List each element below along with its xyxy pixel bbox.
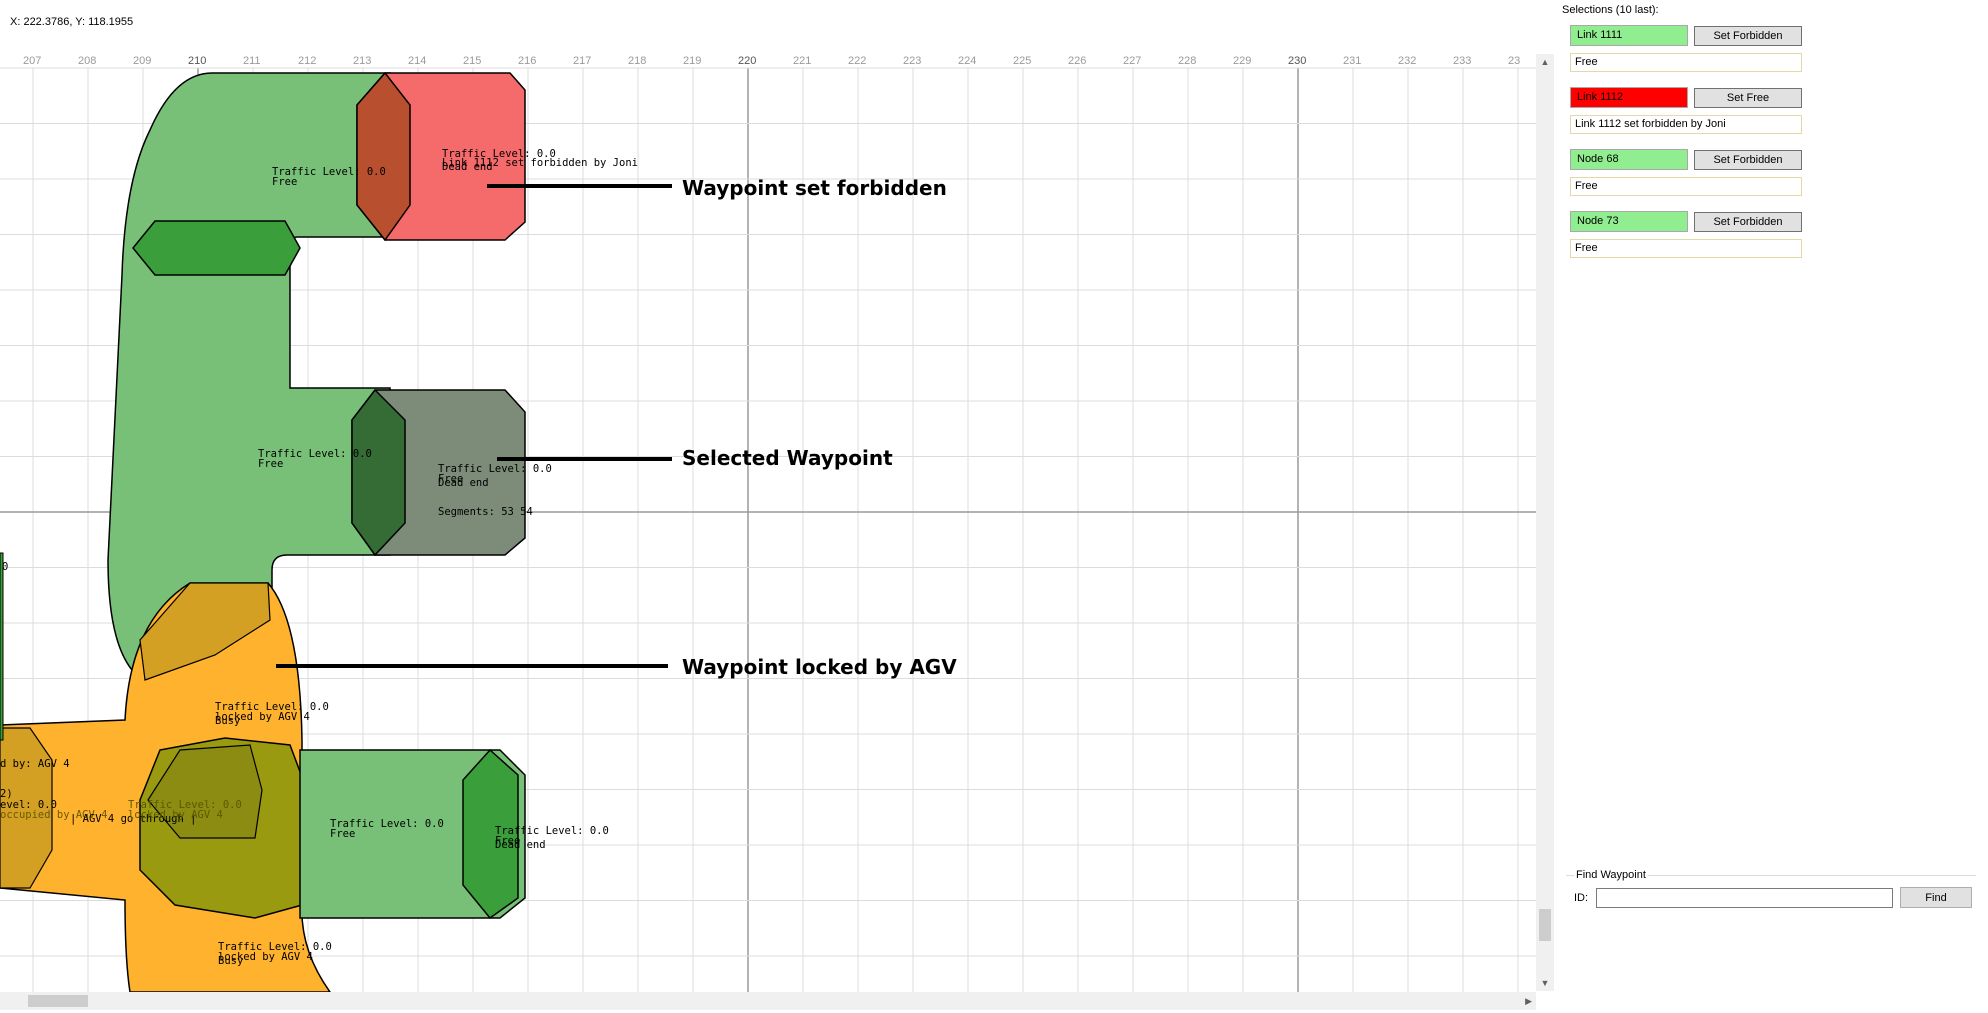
right-node-free: Free (495, 835, 520, 847)
set-forbidden-button[interactable]: Set Forbidden (1694, 150, 1802, 170)
ruler-tick-label: 216 (518, 55, 536, 67)
ruler-tick-label: 227 (1123, 55, 1141, 67)
top-link-status: Free (272, 176, 297, 188)
red-forbidden: Link 1112 set forbidden by Joni (442, 157, 638, 169)
agv-go-through: | AGV 4 go through | (70, 813, 196, 825)
right-node-traffic: Traffic Level: 0.0 (495, 825, 609, 837)
red-traffic: Traffic Level: 0.0 (442, 148, 556, 160)
orange-locked: locked by AGV 4 (215, 711, 310, 723)
selection-name: Node 73 (1570, 211, 1688, 232)
set-forbidden-button[interactable]: Set Forbidden (1694, 212, 1802, 232)
ruler-tick-label: 223 (903, 55, 921, 67)
ruler-tick-label: 222 (848, 55, 866, 67)
ruler-tick-label: 224 (958, 55, 976, 67)
left-edge-node (0, 552, 4, 741)
ruler-tick-label: 225 (1013, 55, 1031, 67)
occupied-node (147, 744, 263, 839)
vertical-scrollbar[interactable]: ▲ ▼ (1536, 54, 1554, 991)
forbidden-annotation: Waypoint set forbidden (682, 176, 947, 200)
ruler-tick-label: 217 (573, 55, 591, 67)
gray-free: Free (438, 473, 463, 485)
locked-annotation: Waypoint locked by AGV (682, 655, 957, 679)
node-73[interactable] (351, 388, 406, 557)
vertical-scroll-thumb[interactable] (1539, 909, 1551, 941)
selected-annotation: Selected Waypoint (682, 446, 893, 470)
right-node-dead-end: Dead end (495, 839, 546, 851)
orange-traffic: Traffic Level: 0.0 (215, 701, 329, 713)
mid-link-traffic: Traffic Level: 0.0 (258, 448, 372, 460)
ruler-tick-label: 23 (1508, 55, 1520, 67)
ruler-tick-label: 211 (243, 55, 261, 67)
bottom-right-node[interactable] (462, 748, 519, 920)
find-id-label: ID: (1574, 892, 1589, 904)
forbidden-node[interactable] (356, 71, 411, 242)
selection-status: Free (1570, 239, 1802, 258)
ruler-tick-label: 228 (1178, 55, 1196, 67)
bottom-traffic: Traffic Level: 0.0 (218, 941, 332, 953)
map-view[interactable]: 207 208 209 210 211 212 213 214 215 216 217 218 219 2… (0, 0, 1536, 992)
node-68[interactable] (132, 220, 301, 276)
map-canvas[interactable]: X: 222.3786, Y: 118.1955 207 208 209 210 211… (0, 0, 1556, 1013)
find-waypoint-group: Find Waypoint ID: Find (1566, 869, 1976, 914)
red-dead-end: Dead end (442, 161, 493, 173)
ruler-tick-label: 212 (298, 55, 316, 67)
ruler-tick-label: 214 (408, 55, 426, 67)
ruler: 207 208 209 210 211 212 213 214 215 216 217 218 219 2… (23, 55, 1520, 67)
ruler-tick-label: 218 (628, 55, 646, 67)
bottom-right-status: Free (330, 828, 355, 840)
ruler-tick-label: 230 (1288, 55, 1306, 67)
ruler-tick-label: 209 (133, 55, 151, 67)
olive-locked: locked by AGV 4 (128, 809, 223, 821)
horizontal-scroll-thumb[interactable] (28, 995, 88, 1007)
bottom-right-traffic: Traffic Level: 0.0 (330, 818, 444, 830)
find-button[interactable]: Find (1900, 887, 1972, 908)
coordinates-readout: X: 222.3786, Y: 118.1955 (10, 16, 134, 28)
selection-name: Node 68 (1570, 149, 1688, 170)
set-forbidden-button[interactable]: Set Forbidden (1694, 26, 1802, 46)
mid-link-status: Free (258, 458, 283, 470)
ruler-tick-label: 232 (1398, 55, 1416, 67)
left-level: evel: 0.0 (0, 799, 57, 811)
selections-title: Selections (10 last): (1562, 4, 1659, 16)
find-waypoint-legend: Find Waypoint (1574, 869, 1648, 881)
bottom-locked: locked by AGV 4 (218, 951, 313, 963)
orange-busy: Busy (215, 715, 240, 727)
ruler-tick-label: 208 (78, 55, 96, 67)
waypoint-id-input[interactable] (1596, 888, 1893, 908)
ruler-tick-label: 229 (1233, 55, 1251, 67)
ruler-tick-label: 220 (738, 55, 756, 67)
selection-name: Link 1111 (1570, 25, 1688, 46)
scroll-up-icon[interactable]: ▲ (1540, 57, 1550, 67)
horizontal-scrollbar[interactable]: ▶ (0, 992, 1536, 1010)
left-locked: d by: AGV 4 (0, 758, 70, 770)
set-free-button[interactable]: Set Free (1694, 88, 1802, 108)
left-occupied: occupied by AGV 4 (0, 809, 107, 821)
ruler-tick-label: 207 (23, 55, 41, 67)
scroll-right-icon[interactable]: ▶ (1525, 996, 1532, 1006)
ruler-tick-label: 210 (188, 55, 206, 67)
gray-dead-end: Dead end (438, 477, 489, 489)
selection-status: Free (1570, 53, 1802, 72)
ruler-tick-label: 231 (1343, 55, 1361, 67)
ruler-tick-label: 219 (683, 55, 701, 67)
ruler-tick-label: 233 (1453, 55, 1471, 67)
selection-status: Link 1112 set forbidden by Joni (1570, 115, 1802, 134)
ruler-tick-label: 226 (1068, 55, 1086, 67)
bottom-busy: Busy (218, 955, 243, 967)
selection-status: Free (1570, 177, 1802, 196)
ruler-tick-label: 213 (353, 55, 371, 67)
left-locked-node (0, 727, 53, 889)
left-paren: 2) (0, 788, 13, 800)
ruler-tick-label: 215 (463, 55, 481, 67)
gray-segments: Segments: 53 54 (438, 506, 533, 518)
gray-traffic: Traffic Level: 0.0 (438, 463, 552, 475)
left-edge-value: 0 (2, 561, 8, 573)
selection-name: Link 1112 (1570, 87, 1688, 108)
selections-panel: Selections (10 last): Link 1111 Set Forb… (1556, 0, 1988, 1013)
locked-node[interactable] (139, 582, 271, 681)
olive-traffic: Traffic Level: 0.0 (128, 799, 242, 811)
scroll-down-icon[interactable]: ▼ (1540, 978, 1550, 988)
ruler-tick-label: 221 (793, 55, 811, 67)
top-link-traffic: Traffic Level: 0.0 (272, 166, 386, 178)
